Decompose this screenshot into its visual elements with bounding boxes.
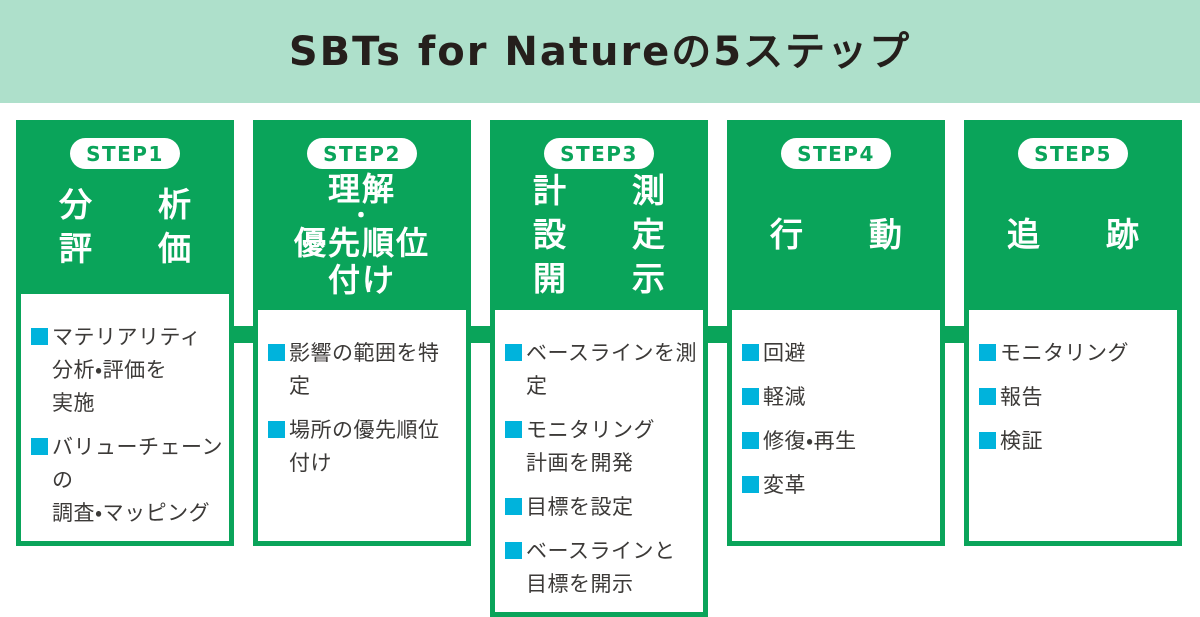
bullet-square-icon (979, 344, 996, 361)
bullet-square-icon (505, 498, 522, 515)
step-column: STEP3 計測設定開示 ベースラインを測定モニタリング計画を開発目標を設定ベー… (490, 120, 727, 617)
list-item-text: バリューチェーンの調査・マッピング (52, 435, 223, 525)
list-item-text: 変革 (763, 473, 806, 497)
step-header: STEP5 追跡 (964, 120, 1182, 310)
list-item-text: 場所の優先順位付け (289, 418, 440, 475)
step-item-list: 回避軽減修復・再生変革 (732, 310, 940, 502)
step-title-line: 行動 (770, 214, 902, 254)
step-title-line: 計測 (533, 171, 665, 210)
step-title-line: 分析 (59, 184, 191, 224)
step-column: STEP5 追跡 モニタリング報告検証 (964, 120, 1182, 546)
step-header: STEP1 分析評価 (16, 120, 234, 294)
step-column: STEP4 行動 回避軽減修復・再生変革 (727, 120, 964, 546)
step-item-list: ベースラインを測定モニタリング計画を開発目標を設定ベースラインと目標を開示 (495, 310, 703, 601)
step-badge: STEP4 (781, 138, 891, 169)
list-item: 回避 (742, 337, 934, 370)
bullet-square-icon (31, 328, 48, 345)
step-badge-label: STEP3 (560, 142, 638, 166)
bullet-square-icon (742, 388, 759, 405)
list-item: ベースラインと目標を開示 (505, 535, 697, 601)
bullet-square-icon (979, 432, 996, 449)
step-body: ベースラインを測定モニタリング計画を開発目標を設定ベースラインと目標を開示 (490, 310, 708, 617)
step-badge: STEP2 (307, 138, 417, 169)
step-title-line: 理解 (327, 169, 396, 208)
list-item: 軽減 (742, 381, 934, 414)
list-item-text: 回避 (763, 341, 806, 365)
step-title-line: 設定 (533, 215, 665, 254)
list-item-text: モニタリング計画を開発 (526, 418, 655, 475)
list-item: 変革 (742, 469, 934, 502)
step-body: 回避軽減修復・再生変革 (727, 310, 945, 546)
list-item-text: 修復・再生 (763, 429, 857, 453)
list-item: 目標を設定 (505, 491, 697, 524)
list-item-text: 報告 (1000, 385, 1043, 409)
list-item: モニタリング (979, 337, 1171, 370)
list-item-text: ベースラインと目標を開示 (526, 539, 676, 596)
list-item: 場所の優先順位付け (268, 414, 460, 480)
step-header: STEP3 計測設定開示 (490, 120, 708, 310)
bullet-square-icon (742, 344, 759, 361)
step-badge-label: STEP4 (797, 142, 875, 166)
step-body: モニタリング報告検証 (964, 310, 1182, 546)
bullet-square-icon (505, 344, 522, 361)
bullet-square-icon (742, 432, 759, 449)
page-title: SBTs for Natureの5ステップ (288, 28, 912, 75)
list-item: 報告 (979, 381, 1171, 414)
bullet-square-icon (742, 476, 759, 493)
step-connector (945, 326, 964, 343)
list-item-text: 影響の範囲を特定 (289, 341, 440, 398)
step-badge-label: STEP5 (1034, 142, 1112, 166)
step-title: 理解・優先順位付け (294, 169, 430, 310)
step-body: 影響の範囲を特定場所の優先順位付け (253, 310, 471, 546)
step-body: マテリアリティ分析・評価を実施バリューチェーンの調査・マッピング (16, 294, 234, 546)
step-title-line: 付け (327, 260, 396, 299)
step-badge: STEP3 (544, 138, 654, 169)
bullet-square-icon (505, 542, 522, 559)
list-item: マテリアリティ分析・評価を実施 (31, 321, 223, 420)
bullet-square-icon (505, 421, 522, 438)
step-item-list: モニタリング報告検証 (969, 310, 1177, 458)
step-title-line: 評価 (59, 228, 191, 268)
list-item: 影響の範囲を特定 (268, 337, 460, 403)
bullet-square-icon (979, 388, 996, 405)
step-column: STEP2 理解・優先順位付け 影響の範囲を特定場所の優先順位付け (253, 120, 490, 546)
list-item: バリューチェーンの調査・マッピング (31, 431, 223, 530)
bullet-square-icon (268, 344, 285, 361)
list-item: 修復・再生 (742, 425, 934, 458)
step-title: 追跡 (1007, 169, 1139, 310)
step-item-list: マテリアリティ分析・評価を実施バリューチェーンの調査・マッピング (21, 294, 229, 530)
step-title-line: 追跡 (1007, 214, 1139, 254)
list-item: 検証 (979, 425, 1171, 458)
step-connector (234, 326, 253, 343)
list-item-text: 軽減 (763, 385, 806, 409)
step-title-line: ・ (349, 203, 374, 229)
step-title: 分析評価 (59, 169, 191, 294)
bullet-square-icon (268, 421, 285, 438)
step-badge: STEP1 (70, 138, 180, 169)
step-badge-label: STEP1 (86, 142, 164, 166)
list-item: モニタリング計画を開発 (505, 414, 697, 480)
step-badge: STEP5 (1018, 138, 1128, 169)
step-column: STEP1 分析評価 マテリアリティ分析・評価を実施バリューチェーンの調査・マッ… (16, 120, 253, 546)
bullet-square-icon (31, 438, 48, 455)
step-title: 計測設定開示 (533, 169, 665, 311)
title-band: SBTs for Natureの5ステップ (0, 0, 1200, 103)
list-item-text: 目標を設定 (526, 495, 634, 519)
step-badge-label: STEP2 (323, 142, 401, 166)
step-connector (708, 326, 727, 343)
list-item-text: 検証 (1000, 429, 1043, 453)
step-title: 行動 (770, 169, 902, 310)
step-connector (471, 326, 490, 343)
step-header: STEP4 行動 (727, 120, 945, 310)
list-item-text: ベースラインを測定 (526, 341, 697, 398)
step-title-line: 優先順位 (293, 223, 430, 262)
step-item-list: 影響の範囲を特定場所の優先順位付け (258, 310, 466, 480)
step-header: STEP2 理解・優先順位付け (253, 120, 471, 310)
list-item-text: マテリアリティ分析・評価を実施 (52, 325, 202, 415)
list-item-text: モニタリング (1000, 341, 1129, 365)
steps-row: STEP1 分析評価 マテリアリティ分析・評価を実施バリューチェーンの調査・マッ… (0, 120, 1200, 617)
list-item: ベースラインを測定 (505, 337, 697, 403)
step-title-line: 開示 (533, 259, 665, 298)
